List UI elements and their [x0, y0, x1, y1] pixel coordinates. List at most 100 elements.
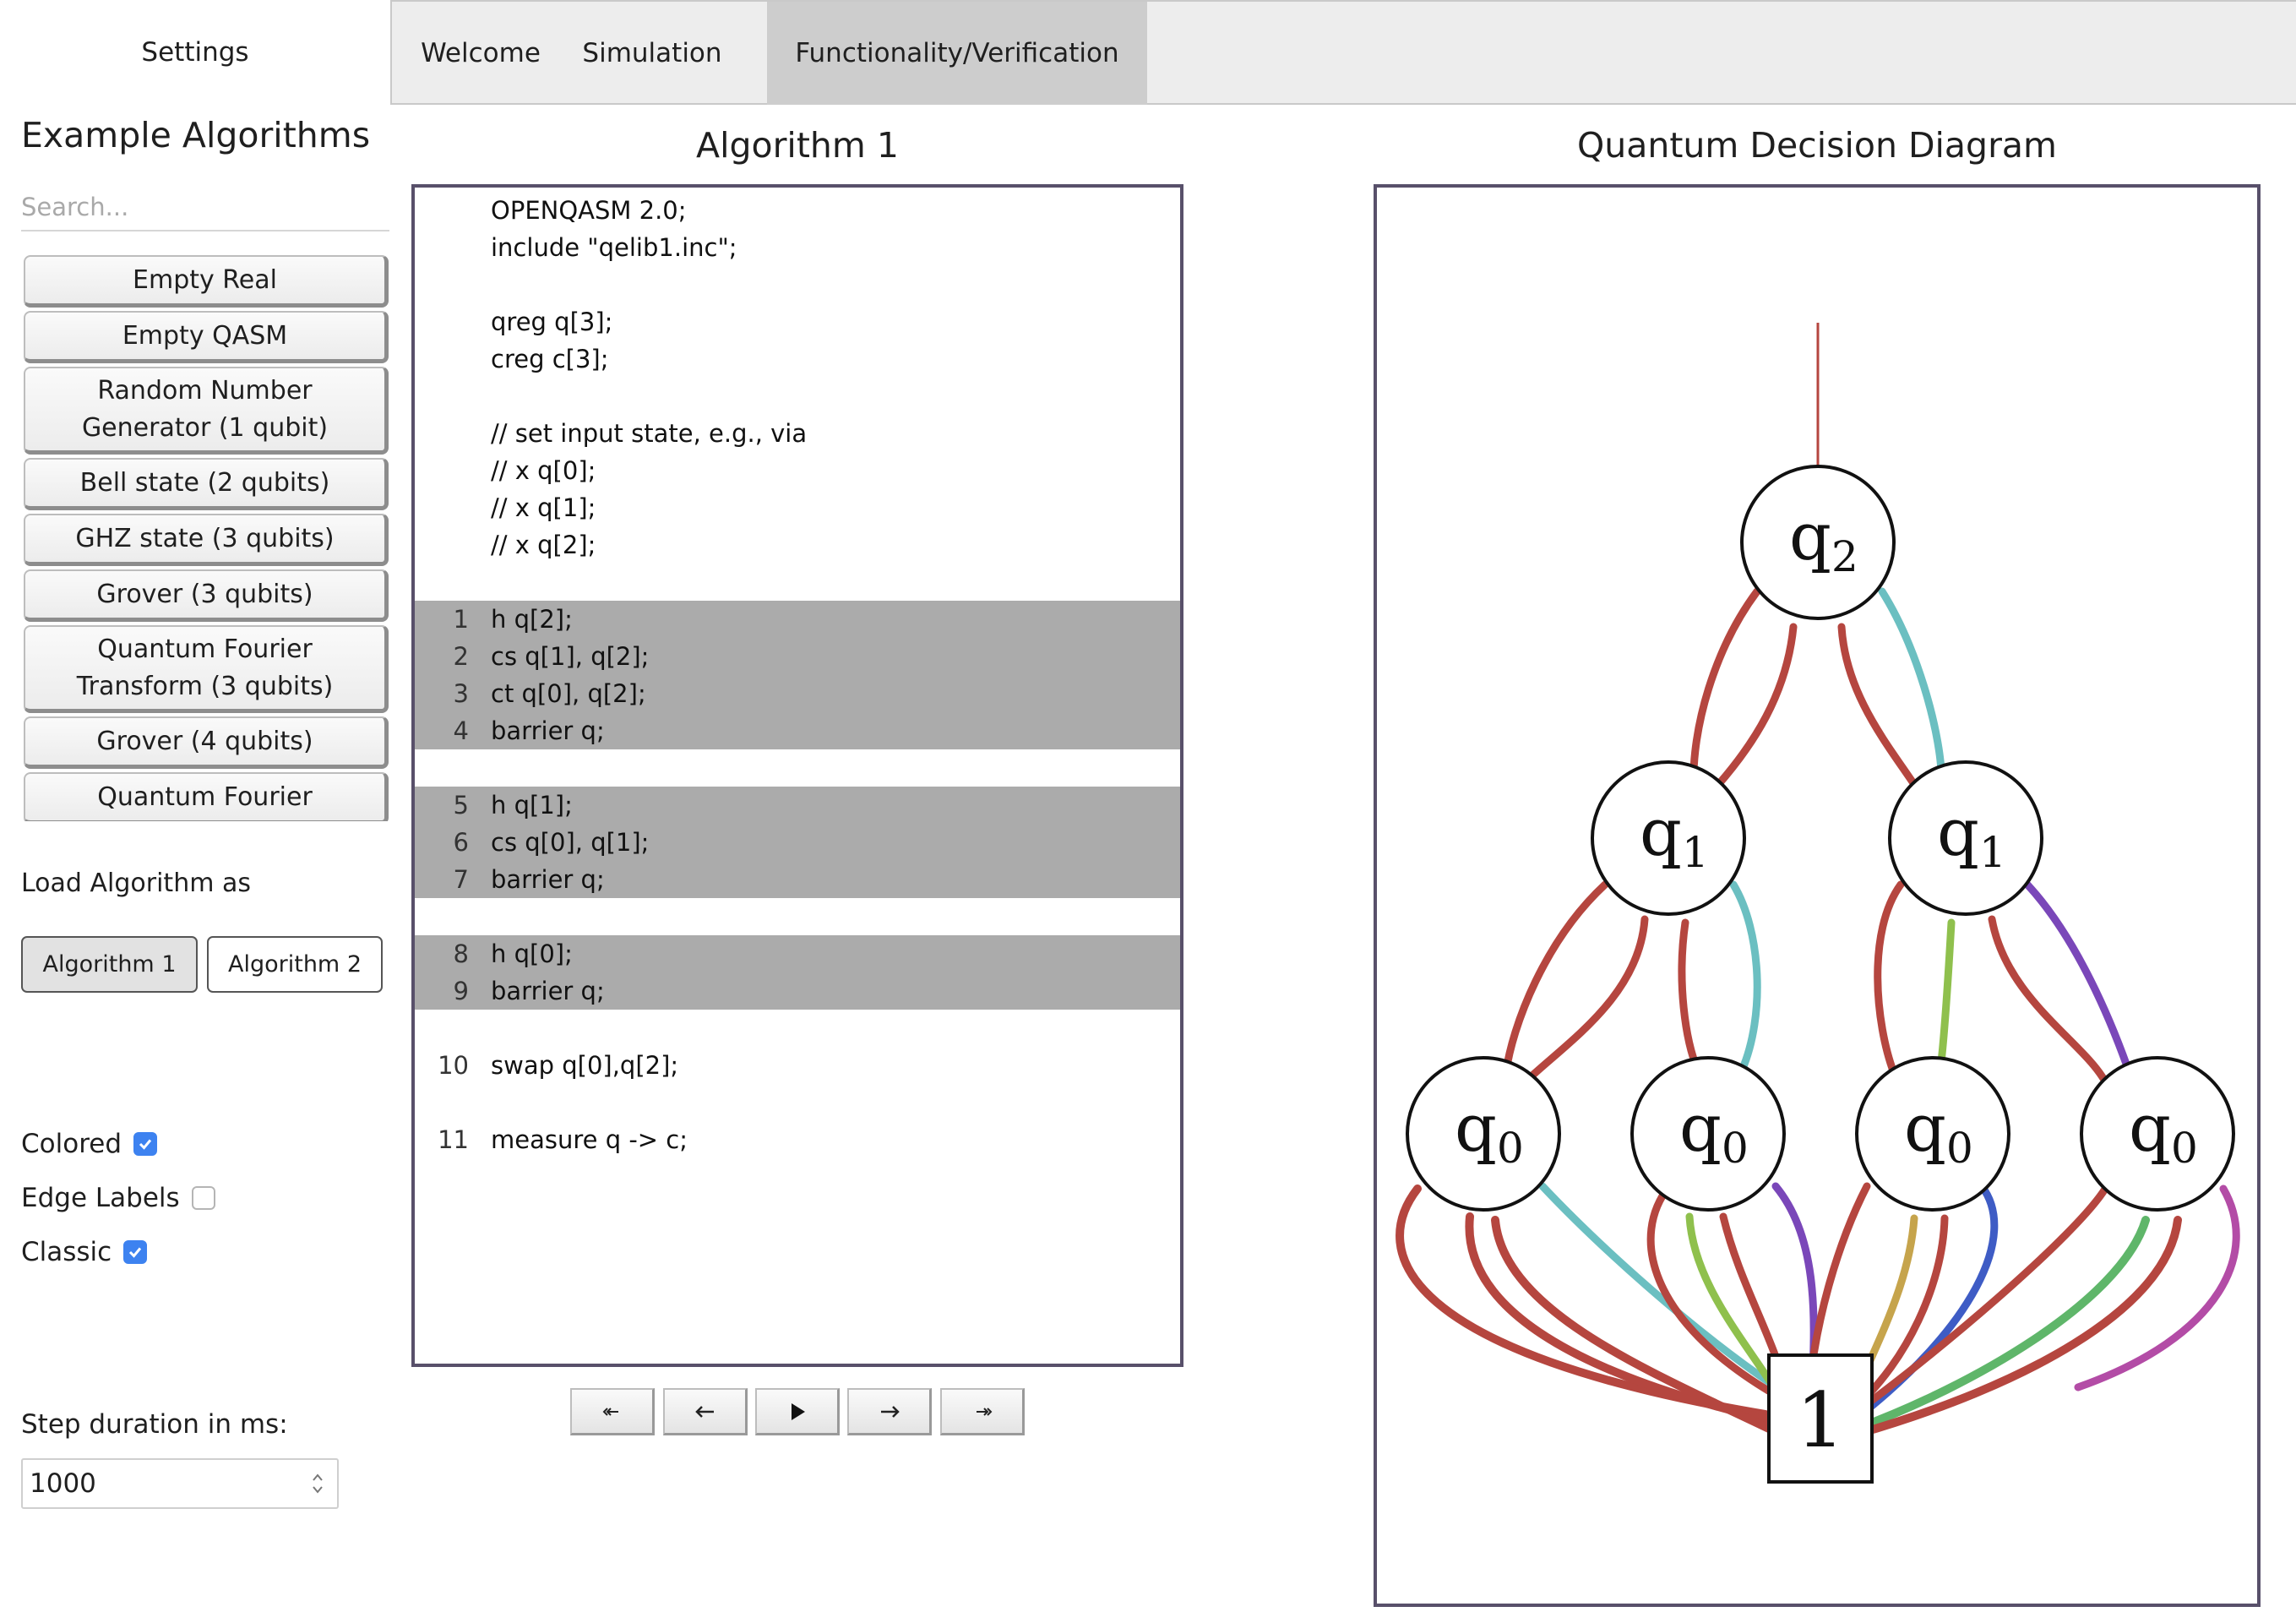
step-forward-button[interactable] [847, 1388, 932, 1435]
code-line[interactable]: qreg q[3]; [415, 303, 1180, 340]
step-back-button[interactable] [663, 1388, 748, 1435]
node-variable: q [2129, 1091, 2171, 1167]
code-line[interactable] [415, 266, 1180, 303]
algorithm-button-bell-state[interactable]: Bell state (2 qubits) [24, 458, 389, 510]
spinner-arrows-icon[interactable] [310, 1470, 325, 1497]
algorithm-button-ghz-state[interactable]: GHZ state (3 qubits) [24, 514, 389, 566]
dd-edge [1729, 880, 1761, 1075]
load-as-algorithm-1-button[interactable]: Algorithm 1 [21, 936, 198, 993]
step-duration-value: 1000 [30, 1468, 96, 1499]
algorithm-button-qft-3[interactable]: Quantum Fourier Transform (3 qubits) [24, 625, 389, 713]
code-line[interactable]: // x q[1]; [415, 489, 1180, 526]
node-subscript: 0 [1946, 1124, 1973, 1173]
dd-edge [1396, 1184, 1770, 1419]
algorithm-button-grover-3[interactable]: Grover (3 qubits) [24, 569, 389, 622]
algorithm-1-title: Algorithm 1 [696, 125, 899, 166]
dd-terminal-label: 1 [1796, 1376, 1844, 1465]
search-input[interactable] [21, 184, 389, 231]
line-number: 5 [453, 791, 469, 820]
algorithm-button-empty-real[interactable]: Empty Real [24, 255, 389, 308]
line-number: 3 [453, 679, 469, 708]
tab-welcome[interactable]: Welcome [421, 38, 541, 68]
algorithm-button-empty-qasm[interactable]: Empty QASM [24, 311, 389, 363]
line-number: 9 [453, 977, 469, 1005]
edge-labels-checkbox[interactable] [191, 1186, 215, 1210]
step-duration-input[interactable]: 1000 [21, 1458, 339, 1509]
dd-node-q1-right-circle [1888, 760, 2043, 916]
dd-node-q0-3-label: q0 [1904, 1091, 1973, 1173]
dd-edge [1713, 623, 1798, 790]
arrow-left-icon [694, 1405, 714, 1418]
algorithm-button-grover-4[interactable]: Grover (4 qubits) [24, 716, 389, 769]
node-variable: q [1455, 1091, 1497, 1167]
arrow-right-icon [880, 1405, 900, 1418]
tab-simulation[interactable]: Simulation [582, 38, 722, 68]
colored-checkbox[interactable] [133, 1132, 158, 1156]
code-text: cs q[0], q[1]; [491, 828, 650, 857]
colored-label: Colored [21, 1129, 122, 1159]
code-line[interactable]: // set input state, e.g., via [415, 415, 1180, 452]
code-text: barrier q; [491, 865, 605, 894]
code-editor[interactable]: OPENQASM 2.0; include "qelib1.inc"; qreg q… [411, 184, 1183, 1367]
dd-node-q0-2-circle [1630, 1056, 1786, 1212]
code-text: // x q[1]; [491, 493, 596, 522]
algorithm-button-quantum-fourier[interactable]: Quantum Fourier [24, 772, 389, 821]
code-text: include "qelib1.inc"; [491, 233, 737, 262]
dd-edge [1988, 915, 2109, 1086]
code-text: h q[0]; [491, 939, 573, 968]
play-button[interactable] [755, 1388, 840, 1435]
step-duration-label: Step duration in ms: [21, 1409, 288, 1440]
code-line[interactable] [415, 564, 1180, 601]
dd-node-q0-4-circle [2080, 1056, 2235, 1212]
node-variable: q [1679, 1091, 1722, 1167]
dd-edge [1837, 623, 1919, 790]
code-text: h q[2]; [491, 605, 573, 634]
dd-edge [1874, 880, 1905, 1077]
code-line[interactable] [415, 749, 1180, 787]
edge-labels-option: Edge Labels [21, 1183, 215, 1213]
check-icon [139, 1139, 152, 1150]
node-variable: q [1789, 499, 1831, 575]
node-variable: q [1937, 795, 1979, 871]
code-line[interactable]: include "qelib1.inc"; [415, 229, 1180, 266]
code-line[interactable] [415, 1010, 1180, 1047]
to-end-button[interactable] [940, 1388, 1025, 1435]
node-variable: q [1640, 795, 1682, 871]
code-line[interactable] [415, 898, 1180, 935]
code-line[interactable] [415, 378, 1180, 415]
load-as-algorithm-2-button[interactable]: Algorithm 2 [207, 936, 383, 993]
to-start-button[interactable] [570, 1388, 655, 1435]
dd-node-q2-circle [1740, 465, 1896, 620]
code-line[interactable]: OPENQASM 2.0; [415, 192, 1180, 229]
code-line[interactable] [415, 1084, 1180, 1121]
algorithm-button-random-number-generator[interactable]: Random Number Generator (1 qubit) [24, 367, 389, 455]
dd-node-q1-right-label: q1 [1937, 795, 2006, 877]
code-line[interactable]: // x q[2]; [415, 526, 1180, 564]
classic-checkbox[interactable] [123, 1240, 148, 1264]
dd-node-q2-label: q2 [1789, 499, 1858, 581]
dd-node-q0-3-circle [1855, 1056, 2010, 1212]
example-algorithms-title: Example Algorithms [21, 115, 371, 155]
load-algorithm-label: Load Algorithm as [21, 869, 251, 898]
dd-edge [1646, 1182, 1778, 1398]
code-line[interactable]: // x q[0]; [415, 452, 1180, 489]
dd-edge [1685, 1212, 1783, 1400]
code-line[interactable]: creg c[3]; [415, 340, 1180, 378]
tab-settings[interactable]: Settings [0, 0, 390, 105]
dd-edge [1491, 1216, 1775, 1434]
tab-functionality-verification[interactable]: Functionality/Verification [767, 2, 1147, 105]
code-text: // x q[0]; [491, 456, 596, 485]
